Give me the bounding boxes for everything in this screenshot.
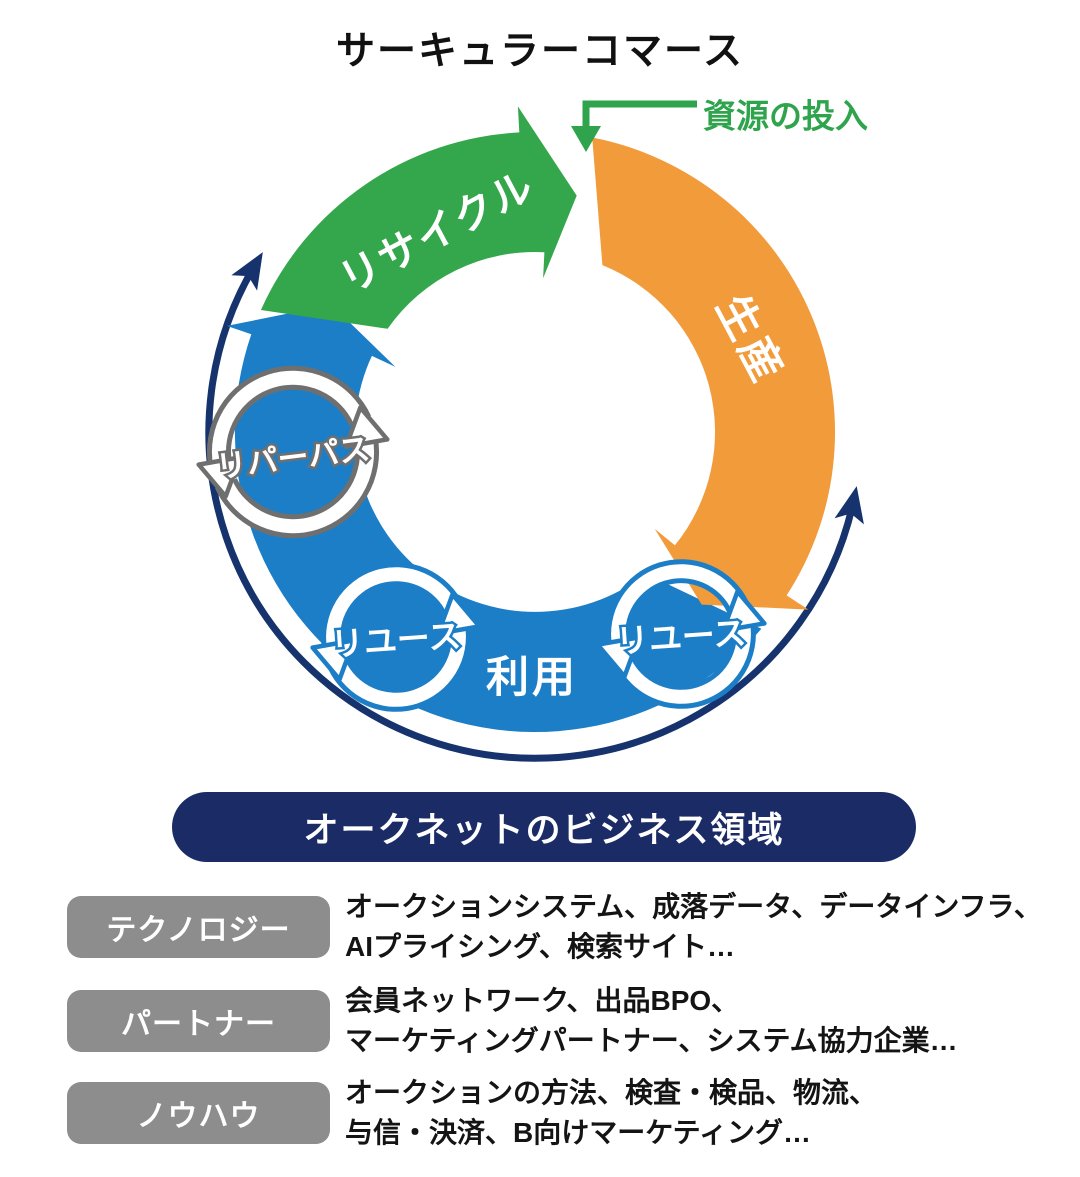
circular-commerce-diagram: 資源の投入 リサイクル 生産 利用 リパーパス リユース リユース	[196, 98, 868, 762]
business-banner: オークネットのビジネス領域	[172, 792, 916, 862]
row-label: パートナー	[121, 1008, 276, 1041]
business-row-technology: テクノロジー オークションシステム、成落データ、データインフラ、 AIプライシン…	[67, 891, 1047, 962]
page-title: サーキュラーコマース	[335, 30, 745, 73]
production-arrow	[592, 137, 836, 610]
resource-input-arrowhead	[571, 126, 601, 152]
recycle-arrow	[260, 106, 577, 329]
row-label-box: テクノロジー	[67, 896, 330, 958]
description-line-1: 会員ネットワーク、出品BPO、	[345, 985, 740, 1016]
business-row-knowhow: ノウハウ オークションの方法、検査・検品、物流、 与信・決済、B向けマーケティン…	[67, 1077, 1047, 1148]
description-line-2: マーケティングパートナー、システム協力企業…	[345, 1025, 958, 1056]
row-label: テクノロジー	[106, 914, 291, 947]
business-banner-label: オークネットのビジネス領域	[303, 810, 785, 850]
business-row-partner: パートナー 会員ネットワーク、出品BPO、 マーケティングパートナー、システム協…	[67, 985, 1047, 1056]
description-line-1: オークションシステム、成落データ、データインフラ、	[345, 891, 1042, 922]
reuse-loop-right	[595, 559, 767, 709]
row-label-box: パートナー	[67, 990, 330, 1052]
row-description: 会員ネットワーク、出品BPO、 マーケティングパートナー、システム協力企業…	[345, 981, 958, 1061]
description-line-2: AIプライシング、検索サイト…	[345, 931, 736, 962]
use-label: 利用	[486, 654, 578, 702]
description-line-2: 与信・決済、B向けマーケティング…	[345, 1117, 811, 1148]
row-label: ノウハウ	[136, 1100, 261, 1133]
resource-input-label: 資源の投入	[703, 98, 868, 135]
repurpose-loop	[196, 365, 390, 539]
row-label-box: ノウハウ	[67, 1082, 330, 1144]
resource-input-bracket	[582, 100, 697, 128]
row-description: オークションの方法、検査・検品、物流、 与信・決済、B向けマーケティング…	[345, 1073, 877, 1153]
description-line-1: オークションの方法、検査・検品、物流、	[345, 1077, 878, 1108]
reuse-loop-left	[310, 562, 482, 712]
row-description: オークションシステム、成落データ、データインフラ、 AIプライシング、検索サイト…	[345, 887, 1042, 967]
